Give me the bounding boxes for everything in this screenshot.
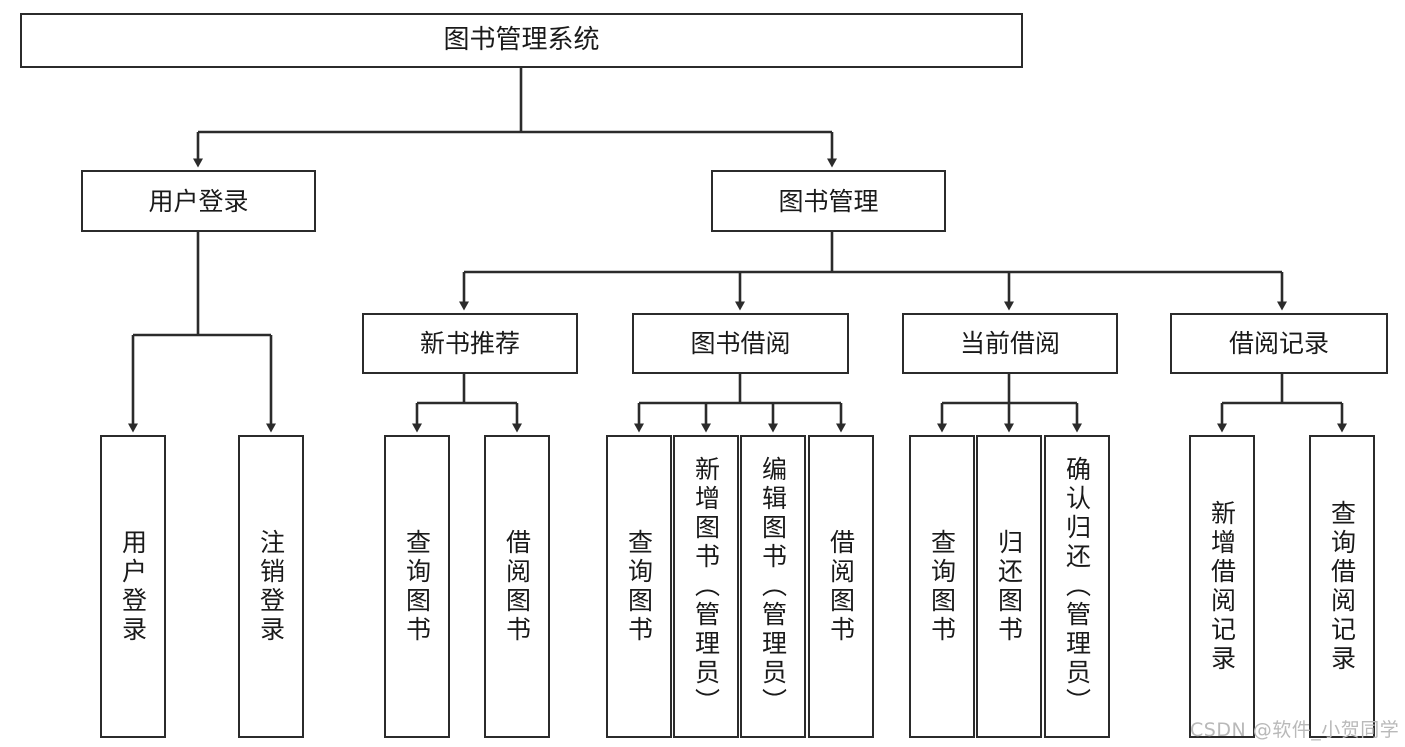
node-book-manage[interactable]: 图书管理 xyxy=(711,170,946,232)
node-label: 新增图书（管理员） xyxy=(691,456,721,717)
node-label: 用户登录 xyxy=(148,186,249,216)
node-label: 图书借阅 xyxy=(690,329,791,358)
node-user-login[interactable]: 用户登录 xyxy=(81,170,316,232)
node-leaf-return-book[interactable]: 归还图书 xyxy=(976,435,1042,738)
node-label: 图书管理 xyxy=(778,186,879,216)
node-leaf-borrow-book-2[interactable]: 借阅图书 xyxy=(808,435,874,738)
node-leaf-logout[interactable]: 注销登录 xyxy=(238,435,304,738)
node-leaf-add-book[interactable]: 新增图书（管理员） xyxy=(673,435,739,738)
node-label: 查询图书 xyxy=(927,528,957,645)
node-leaf-query-book-1[interactable]: 查询图书 xyxy=(384,435,450,738)
node-leaf-query-book-3[interactable]: 查询图书 xyxy=(909,435,975,738)
node-label: 用户登录 xyxy=(118,528,148,645)
node-current-borrow[interactable]: 当前借阅 xyxy=(902,313,1118,374)
node-borrow-record[interactable]: 借阅记录 xyxy=(1170,313,1388,374)
node-label: 借阅图书 xyxy=(502,528,532,645)
node-label: 确认归还（管理员） xyxy=(1062,456,1092,717)
node-leaf-query-record[interactable]: 查询借阅记录 xyxy=(1309,435,1375,738)
node-label: 借阅图书 xyxy=(826,528,856,645)
node-leaf-query-book-2[interactable]: 查询图书 xyxy=(606,435,672,738)
node-leaf-borrow-book-1[interactable]: 借阅图书 xyxy=(484,435,550,738)
node-label: 注销登录 xyxy=(256,528,286,645)
node-leaf-confirm-return[interactable]: 确认归还（管理员） xyxy=(1044,435,1110,738)
node-label: 查询图书 xyxy=(402,528,432,645)
node-book-borrow[interactable]: 图书借阅 xyxy=(632,313,849,374)
node-label: 编辑图书（管理员） xyxy=(758,456,788,717)
node-new-book-rec[interactable]: 新书推荐 xyxy=(362,313,578,374)
node-leaf-add-record[interactable]: 新增借阅记录 xyxy=(1189,435,1255,738)
csdn-watermark: CSDN @软件_小贺同学 xyxy=(1190,719,1400,741)
node-label: 查询图书 xyxy=(624,528,654,645)
node-label: 新书推荐 xyxy=(419,329,520,358)
node-label: 借阅记录 xyxy=(1228,329,1329,358)
node-label: 当前借阅 xyxy=(959,329,1060,358)
node-label: 归还图书 xyxy=(994,528,1024,645)
node-label: 查询借阅记录 xyxy=(1327,499,1357,674)
node-label: 图书管理系统 xyxy=(443,25,600,56)
node-leaf-edit-book[interactable]: 编辑图书（管理员） xyxy=(740,435,806,738)
node-label: 新增借阅记录 xyxy=(1207,499,1237,674)
node-root-system[interactable]: 图书管理系统 xyxy=(20,13,1023,68)
node-leaf-user-login[interactable]: 用户登录 xyxy=(100,435,166,738)
